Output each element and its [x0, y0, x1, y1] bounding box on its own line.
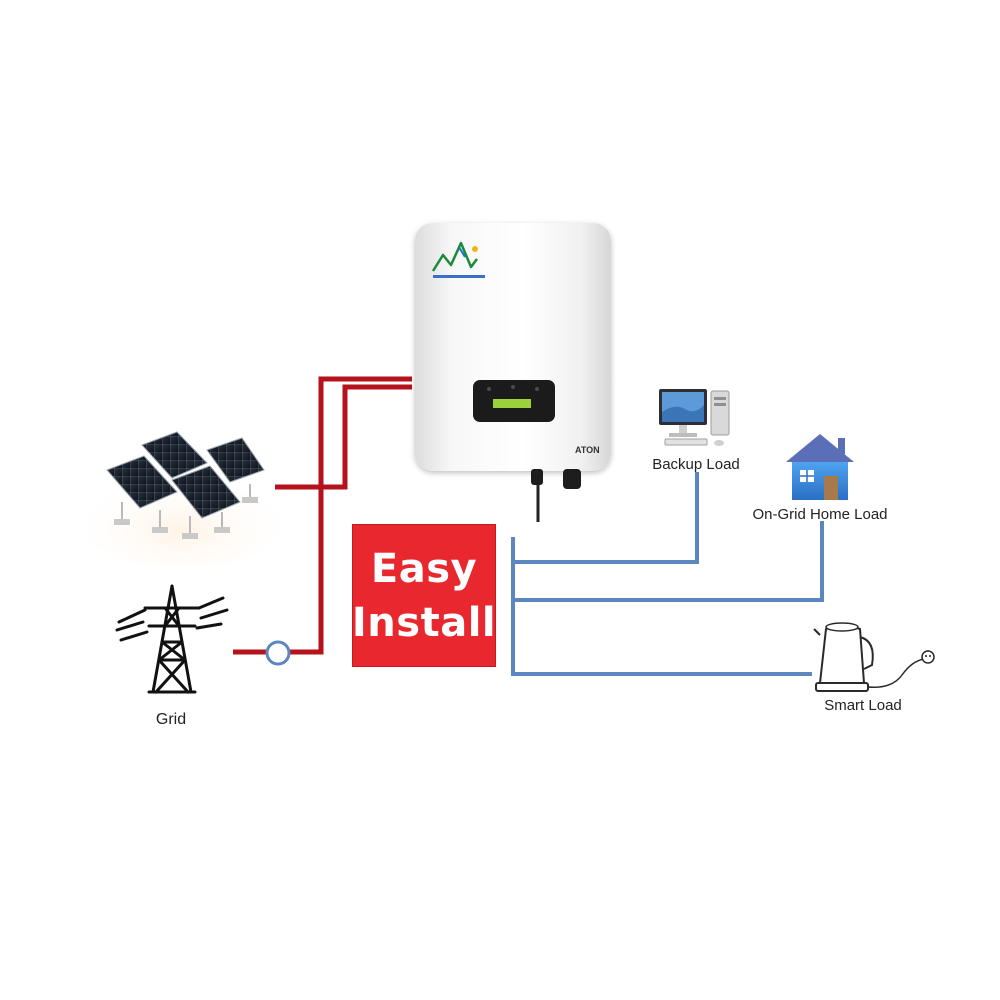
backup-load-label: Backup Load — [652, 456, 740, 473]
inverter-brand: ATON — [575, 445, 600, 455]
smart-load-label: Smart Load — [824, 697, 902, 714]
easy-install-callout: Easy Install — [352, 524, 496, 667]
grid-label: Grid — [155, 711, 187, 728]
comm-connector — [563, 469, 581, 489]
easy-install-line2: Install — [351, 599, 497, 646]
solar-panels-icon — [82, 431, 282, 565]
inverter-display — [473, 380, 555, 422]
easy-install-line1: Easy — [370, 545, 478, 592]
blue-wiring — [511, 472, 824, 676]
transmission-tower-icon — [115, 584, 229, 694]
ac-connector — [531, 469, 543, 485]
logo-icon — [431, 241, 485, 278]
inverter-lcd — [493, 399, 531, 408]
red-wiring — [233, 376, 412, 655]
inverter-unit: ATON — [415, 223, 611, 489]
kettle-icon — [813, 622, 935, 692]
house-icon — [786, 434, 854, 500]
on-grid-home-load-label: On-Grid Home Load — [752, 506, 888, 523]
computer-icon — [659, 389, 730, 446]
grid-meter-node — [265, 640, 291, 666]
